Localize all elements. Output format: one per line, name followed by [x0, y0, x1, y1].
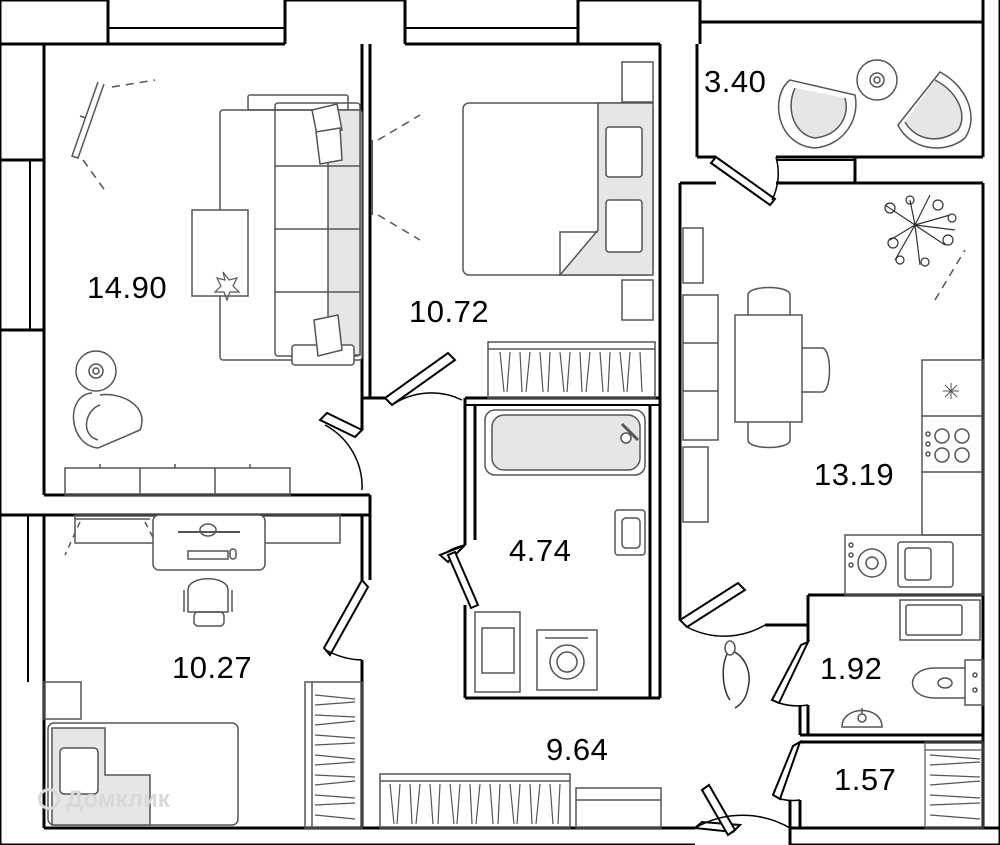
- watermark-logo-icon: [38, 788, 60, 810]
- area-label-balcony: 3.40: [704, 64, 767, 99]
- area-label-kitchen: 13.19: [814, 457, 895, 492]
- living-furniture: [64, 79, 363, 496]
- hall-furniture: [379, 640, 750, 829]
- area-label-bedroom: 10.72: [409, 294, 490, 329]
- children-furniture: [43, 514, 363, 829]
- watermark-text: Домклик: [66, 786, 170, 813]
- bathroom-furniture: [474, 409, 646, 693]
- kitchen-furniture: [682, 194, 984, 596]
- watermark: Домклик: [38, 786, 170, 814]
- wc-furniture: [841, 599, 984, 728]
- area-label-hall: 9.64: [546, 732, 609, 767]
- closet-furniture: [924, 741, 984, 829]
- area-label-wc: 1.92: [820, 651, 883, 686]
- area-label-living: 14.90: [87, 270, 168, 305]
- area-label-bathroom: 4.74: [509, 533, 572, 568]
- door-swings: [318, 155, 811, 837]
- area-label-closet: 1.57: [834, 762, 897, 797]
- area-label-children: 10.27: [172, 650, 253, 685]
- balcony-furniture: [777, 59, 972, 149]
- bedroom-furniture: [371, 61, 656, 399]
